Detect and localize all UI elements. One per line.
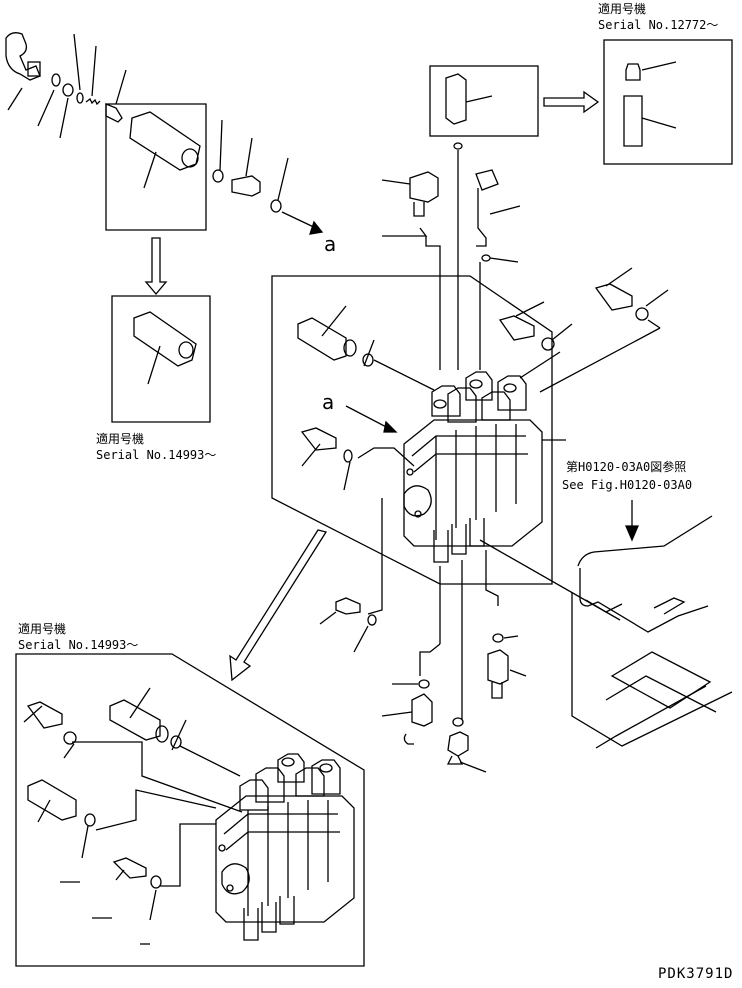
main-box-parts xyxy=(297,305,435,491)
bottom-box-parts xyxy=(23,687,355,945)
right-arrow xyxy=(543,90,600,114)
bottom-left-serial-label: Serial No.14993～ xyxy=(18,638,139,652)
main-valve-box xyxy=(271,275,553,585)
drawing-code: PDK3791D xyxy=(658,966,734,982)
down-arrow xyxy=(144,237,168,296)
right-fittings xyxy=(498,267,669,393)
callout-a-main: a xyxy=(322,390,335,414)
fig-ref-en-label: See Fig.H0120-03A0 xyxy=(562,478,693,492)
main-valve-body xyxy=(403,371,566,563)
serial-12772-box-left xyxy=(429,65,539,137)
mid-left-applicable-label: 適用号機 xyxy=(96,432,145,446)
upper-fittings xyxy=(381,142,521,370)
lower-center-fittings xyxy=(319,498,527,773)
coupling-box-bottom xyxy=(111,295,211,423)
coupling-box-top xyxy=(105,103,207,231)
callout-a-top: a xyxy=(324,232,337,256)
mid-left-serial-label: Serial No.14993～ xyxy=(96,448,217,462)
bottom-left-applicable-label: 適用号機 xyxy=(18,622,67,636)
top-right-serial-label: Serial No.12772～ xyxy=(598,18,719,32)
fig-ref-jp-label: 第H0120-03A0図参照 xyxy=(566,460,687,474)
top-left-fittings xyxy=(5,32,127,139)
small-fittings-top xyxy=(212,119,324,235)
frame-reference xyxy=(479,500,733,749)
top-right-applicable-label: 適用号機 xyxy=(598,2,647,16)
diagonal-arrow xyxy=(229,529,328,682)
bottom-left-box xyxy=(15,653,365,967)
serial-12772-box-right xyxy=(603,39,733,165)
